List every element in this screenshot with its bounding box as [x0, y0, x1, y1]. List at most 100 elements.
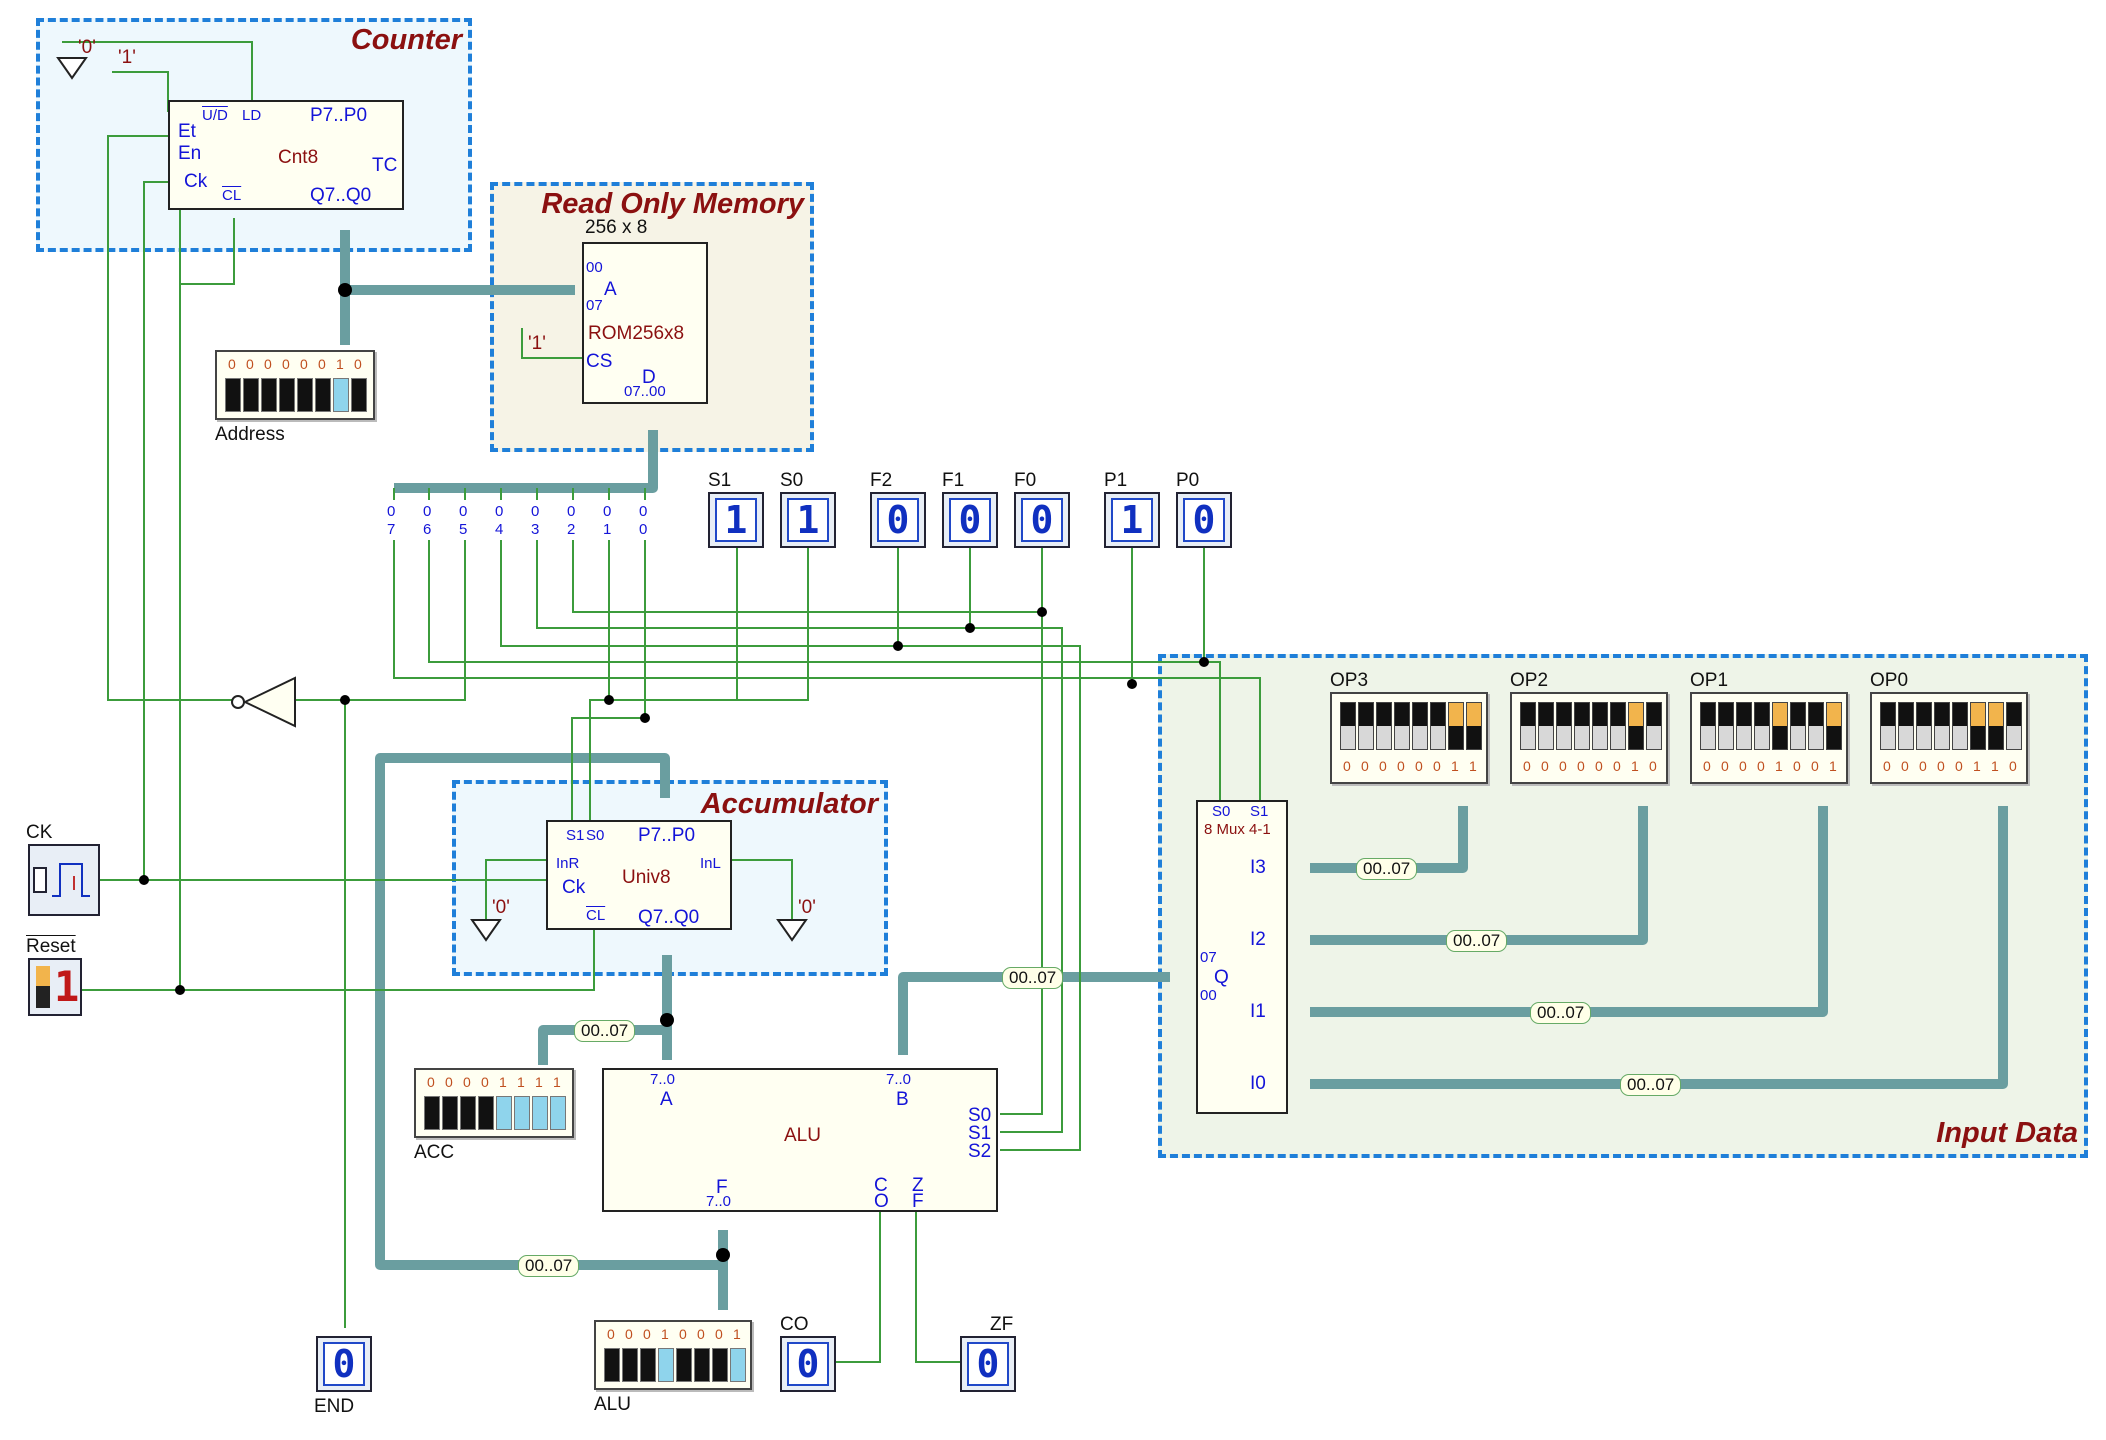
dip-switch[interactable]: [1628, 702, 1644, 750]
alu[interactable]: 7..0 A 7..0 B ALU S0 S1 S2 F 7..0 C O Z …: [602, 1068, 998, 1212]
dip-switch[interactable]: [1466, 702, 1482, 750]
dip-switch[interactable]: [1718, 702, 1734, 750]
counter-pin-p: P7..P0: [310, 105, 368, 126]
probe-f0[interactable]: 0: [1014, 492, 1070, 548]
dip-switch[interactable]: [1592, 702, 1608, 750]
dip-switch[interactable]: [1646, 702, 1662, 750]
probe-f1[interactable]: 0: [942, 492, 998, 548]
alu-pin-s0: S0: [968, 1105, 992, 1126]
dip-switch[interactable]: [1934, 702, 1950, 750]
dip-switch[interactable]: [1358, 702, 1374, 750]
dip-switch[interactable]: [1988, 702, 2004, 750]
bus-label-mux-out: 00..07: [1002, 967, 1064, 989]
dip-switch[interactable]: [1394, 702, 1410, 750]
acc-pin-ck: Ck: [562, 877, 586, 898]
probe-zf[interactable]: 0: [960, 1336, 1016, 1392]
rom-bus-tap-label: 0: [459, 503, 468, 520]
acc-pin-q: Q7..Q0: [638, 907, 700, 928]
dip-switch[interactable]: [1538, 702, 1554, 750]
dip-switch[interactable]: [1610, 702, 1626, 750]
dip-switch[interactable]: [1772, 702, 1788, 750]
address-bit-value: 0: [264, 356, 272, 372]
dip-switch[interactable]: [1808, 702, 1824, 750]
accumulator-univ8[interactable]: S1 S0 P7..P0 InR InL Ck Univ8 CL Q7..Q0: [546, 820, 732, 930]
inverter: [231, 676, 296, 728]
dip-switch[interactable]: [1970, 702, 1986, 750]
ck-clock-source[interactable]: [28, 844, 100, 916]
counter-cnt8[interactable]: U/D LD P7..P0 Et En Ck Cnt8 TC CL Q7..Q0: [168, 100, 404, 210]
dip-switch[interactable]: [1340, 702, 1356, 750]
dip-switch[interactable]: [1556, 702, 1572, 750]
address-segment: [315, 378, 331, 412]
probe-label-f0: F0: [1014, 470, 1037, 491]
alu-bit-value: 0: [679, 1326, 687, 1342]
alu-bit-value: 1: [661, 1326, 669, 1342]
acc-segment: [424, 1096, 440, 1130]
rom-cs-const-one: '1': [528, 333, 546, 354]
counter-name: Cnt8: [278, 147, 319, 168]
dip-switch[interactable]: [1790, 702, 1806, 750]
clock-waveform-icon: [33, 863, 90, 897]
rom-size: 256 x 8: [585, 217, 648, 238]
operand-label-op0: OP0: [1870, 670, 1909, 691]
reset-switch[interactable]: 1: [28, 958, 82, 1016]
counter-pin-cl: CL: [222, 187, 242, 204]
acc-segment: [442, 1096, 458, 1130]
dip-switch[interactable]: [1754, 702, 1770, 750]
rom-pin-a: A: [604, 279, 617, 300]
probe-co[interactable]: 0: [780, 1336, 836, 1392]
probe-s0[interactable]: 1: [780, 492, 836, 548]
mux-pin-s0: S0: [1212, 803, 1231, 820]
probe-end[interactable]: 0: [316, 1336, 372, 1392]
operand-bit-value: 1: [1973, 758, 1981, 774]
rom-bus-tap-label: 0: [495, 503, 504, 520]
dip-switch[interactable]: [1520, 702, 1536, 750]
acc-bit-value: 1: [553, 1074, 561, 1090]
acc-name: Univ8: [622, 867, 671, 888]
rom-bus-tap-label: 0: [639, 521, 648, 538]
address-segment: [243, 378, 259, 412]
dip-switch[interactable]: [1880, 702, 1896, 750]
bus-label-op1: 00..07: [1530, 1002, 1592, 1024]
probe-s1[interactable]: 1: [708, 492, 764, 548]
dip-switch[interactable]: [1700, 702, 1716, 750]
dip-switch[interactable]: [1898, 702, 1914, 750]
dip-switch[interactable]: [1916, 702, 1932, 750]
acc-segment: [460, 1096, 476, 1130]
probe-digit: 0: [323, 1342, 365, 1386]
probe-f2[interactable]: 0: [870, 492, 926, 548]
dip-switch[interactable]: [1430, 702, 1446, 750]
probe-label-zf: ZF: [990, 1314, 1014, 1335]
operand-bit-value: 1: [1451, 758, 1459, 774]
mux-8x4to1[interactable]: S0 S1 8 Mux 4-1 I3 I2 I1 I0 Q 07 00: [1196, 800, 1288, 1114]
dip-switch[interactable]: [1448, 702, 1464, 750]
probe-p1[interactable]: 1: [1104, 492, 1160, 548]
mux-pin-q: Q: [1214, 967, 1229, 988]
acc-segment: [478, 1096, 494, 1130]
dip-switch[interactable]: [1574, 702, 1590, 750]
buses: [340, 230, 2008, 1310]
dip-switch[interactable]: [2006, 702, 2022, 750]
operand-bit-value: 0: [1811, 758, 1819, 774]
dip-switch[interactable]: [1736, 702, 1752, 750]
dip-switch[interactable]: [1376, 702, 1392, 750]
probe-p0[interactable]: 0: [1176, 492, 1232, 548]
acc-inl-const: '0': [798, 897, 816, 918]
acc-bit-value: 1: [517, 1074, 525, 1090]
operand-bit-value: 1: [1775, 758, 1783, 774]
dip-switch[interactable]: [1826, 702, 1842, 750]
operand-bit-value: 0: [1361, 758, 1369, 774]
alu-pin-b: B: [896, 1089, 909, 1110]
dip-switch[interactable]: [1952, 702, 1968, 750]
bus-label-op3: 00..07: [1356, 858, 1418, 880]
rom256x8[interactable]: 00 A 07 ROM256x8 CS D 07..00: [582, 242, 708, 404]
acc-pin-p: P7..P0: [638, 825, 696, 846]
dip-switch[interactable]: [1412, 702, 1428, 750]
alu-segment: [622, 1348, 638, 1382]
